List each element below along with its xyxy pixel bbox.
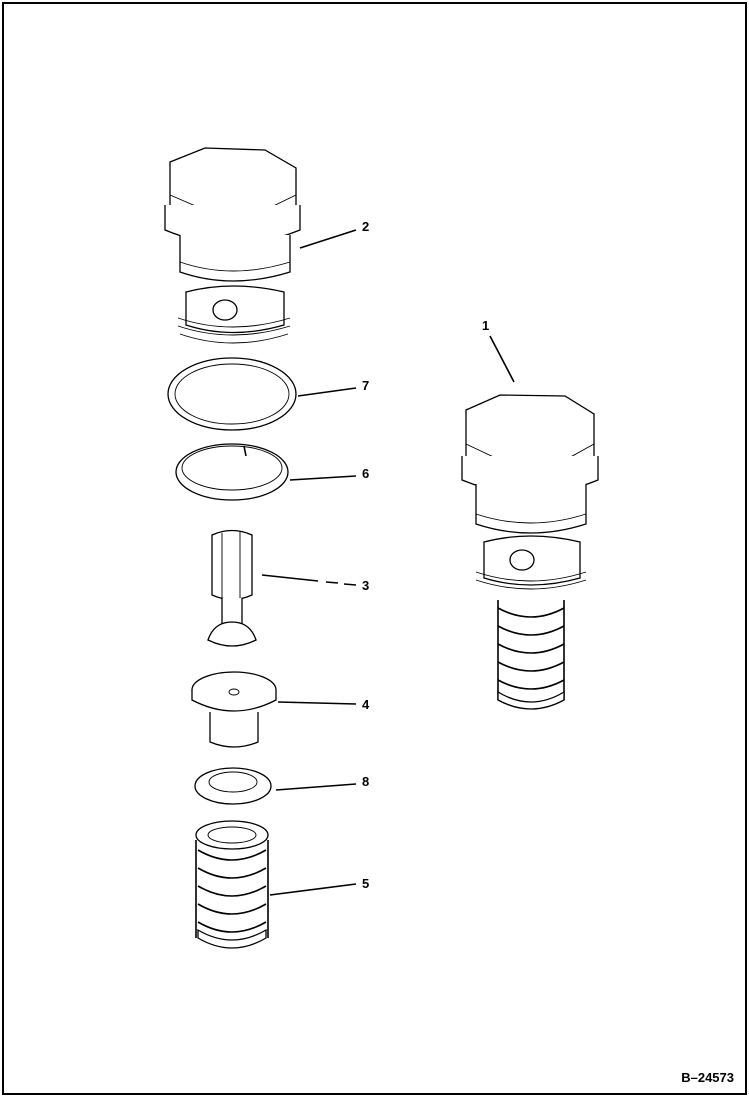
part-relief-valve-assembly — [461, 394, 599, 710]
callout-1: 1 — [482, 318, 489, 333]
part-washer — [194, 767, 272, 805]
part-seat — [191, 671, 277, 748]
part-o-ring — [167, 357, 297, 431]
part-hex-plug — [164, 147, 301, 344]
callout-2: 2 — [362, 219, 369, 234]
part-backup-ring — [175, 443, 289, 501]
callout-6: 6 — [362, 466, 369, 481]
callout-7: 7 — [362, 378, 369, 393]
callout-3: 3 — [362, 578, 369, 593]
callout-4: 4 — [362, 697, 370, 712]
callout-8: 8 — [362, 774, 369, 789]
part-spring — [195, 820, 269, 949]
part-poppet — [207, 529, 257, 647]
figure-id: B–24573 — [681, 1070, 734, 1085]
callout-5: 5 — [362, 876, 369, 891]
leader-lines — [261, 229, 515, 896]
